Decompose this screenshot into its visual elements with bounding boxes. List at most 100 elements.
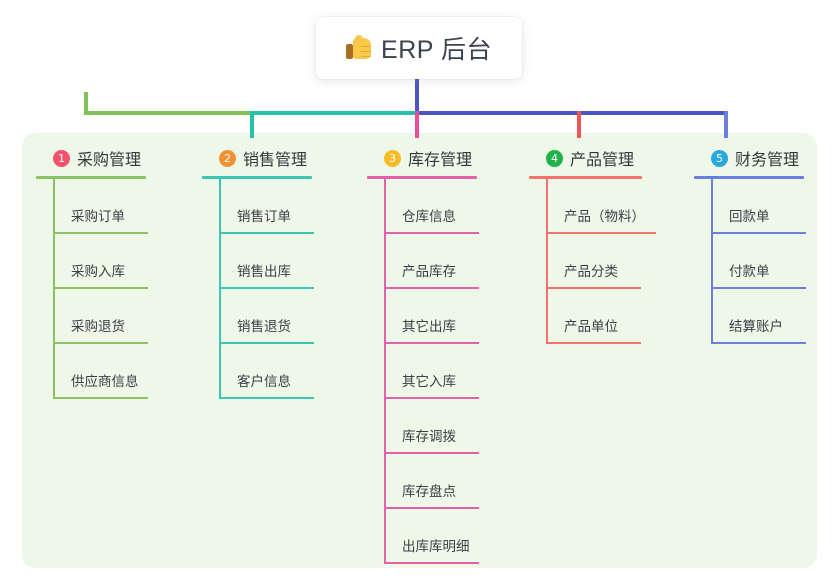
- item-rule: [546, 342, 641, 344]
- column-spine-1: [53, 179, 55, 399]
- item-label: 销售出库: [237, 264, 291, 279]
- column-rule-1: [36, 176, 146, 179]
- item-label: 其它入库: [402, 374, 456, 389]
- item-rule: [711, 232, 806, 234]
- column-badge-2: 2: [219, 149, 236, 167]
- item-rule: [546, 287, 641, 289]
- item-label: 库存调拨: [402, 429, 456, 444]
- list-item[interactable]: 产品单位: [546, 289, 694, 344]
- column-rule-4: [529, 176, 642, 179]
- item-rule: [384, 507, 479, 509]
- item-rule: [384, 287, 479, 289]
- item-label: 销售退货: [237, 319, 291, 334]
- list-item[interactable]: 产品分类: [546, 234, 694, 289]
- column-spine-2: [219, 179, 221, 399]
- item-label: 仓库信息: [402, 209, 456, 224]
- root-node[interactable]: ERP 后台: [316, 17, 522, 79]
- column-rule-3: [367, 176, 477, 179]
- item-rule: [546, 232, 656, 234]
- list-item[interactable]: 销售退货: [219, 289, 352, 344]
- item-rule: [219, 342, 314, 344]
- column-header[interactable]: 2 销售管理: [202, 145, 352, 171]
- list-item[interactable]: 库存调拨: [384, 399, 527, 454]
- list-item[interactable]: 仓库信息: [384, 179, 527, 234]
- bus-segment-right: [417, 111, 728, 115]
- item-rule: [384, 232, 479, 234]
- item-rule: [711, 287, 806, 289]
- list-item[interactable]: 采购入库: [53, 234, 186, 289]
- item-label: 采购入库: [71, 264, 125, 279]
- list-item[interactable]: 回款单: [711, 179, 839, 234]
- item-rule: [53, 232, 148, 234]
- column-finance: 5 财务管理 回款单 付款单 结算账户: [694, 145, 839, 344]
- item-rule: [384, 562, 479, 564]
- item-rule: [219, 232, 314, 234]
- list-item[interactable]: 结算账户: [711, 289, 839, 344]
- column-title-1: 采购管理: [77, 152, 142, 169]
- item-label: 供应商信息: [71, 374, 139, 389]
- column-rule-5: [694, 176, 804, 179]
- column-header[interactable]: 4 产品管理: [529, 145, 694, 171]
- list-item[interactable]: 供应商信息: [53, 344, 186, 399]
- column-badge-3: 3: [384, 149, 401, 167]
- item-rule: [384, 342, 479, 344]
- thumbs-up-icon: [346, 35, 372, 61]
- column-header[interactable]: 1 采购管理: [36, 145, 186, 171]
- column-product: 4 产品管理 产品（物料） 产品分类 产品单位: [529, 145, 694, 344]
- item-label: 回款单: [729, 209, 770, 224]
- column-inventory: 3 库存管理 仓库信息 产品库存 其它出库 其它入库 库存调拨: [367, 145, 527, 564]
- column-badge-1: 1: [53, 149, 70, 167]
- item-rule: [711, 342, 806, 344]
- column-items-1: 采购订单 采购入库 采购退货 供应商信息: [36, 179, 186, 399]
- column-spine-4: [546, 179, 548, 344]
- column-header[interactable]: 3 库存管理: [367, 145, 527, 171]
- item-label: 产品单位: [564, 319, 618, 334]
- list-item[interactable]: 库存盘点: [384, 454, 527, 509]
- item-rule: [53, 397, 148, 399]
- column-rule-2: [202, 176, 312, 179]
- list-item[interactable]: 采购退货: [53, 289, 186, 344]
- column-items-4: 产品（物料） 产品分类 产品单位: [529, 179, 694, 344]
- column-purchasing: 1 采购管理 采购订单 采购入库 采购退货 供应商信息: [36, 145, 186, 399]
- column-items-2: 销售订单 销售出库 销售退货 客户信息: [202, 179, 352, 399]
- column-items-3: 仓库信息 产品库存 其它出库 其它入库 库存调拨 库存盘点: [367, 179, 527, 564]
- item-rule: [219, 397, 314, 399]
- list-item[interactable]: 客户信息: [219, 344, 352, 399]
- list-item[interactable]: 其它入库: [384, 344, 527, 399]
- item-rule: [219, 287, 314, 289]
- item-label: 库存盘点: [402, 484, 456, 499]
- item-label: 其它出库: [402, 319, 456, 334]
- list-item[interactable]: 销售出库: [219, 234, 352, 289]
- column-badge-4: 4: [546, 149, 563, 167]
- column-badge-5: 5: [711, 149, 728, 167]
- item-rule: [53, 287, 148, 289]
- item-label: 销售订单: [237, 209, 291, 224]
- item-rule: [53, 342, 148, 344]
- list-item[interactable]: 采购订单: [53, 179, 186, 234]
- drop-line-1: [84, 92, 88, 115]
- item-label: 采购订单: [71, 209, 125, 224]
- column-title-4: 产品管理: [570, 152, 635, 169]
- item-rule: [384, 452, 479, 454]
- column-title-2: 销售管理: [243, 152, 308, 169]
- bus-segment-mid: [250, 111, 417, 115]
- item-label: 出库库明细: [402, 539, 470, 554]
- diagram-panel: [22, 133, 817, 568]
- column-spine-3: [384, 179, 386, 564]
- item-label: 产品（物料）: [564, 209, 645, 224]
- item-label: 付款单: [729, 264, 770, 279]
- list-item[interactable]: 出库库明细: [384, 509, 527, 564]
- column-sales: 2 销售管理 销售订单 销售出库 销售退货 客户信息: [202, 145, 352, 399]
- column-spine-5: [711, 179, 713, 344]
- item-label: 产品库存: [402, 264, 456, 279]
- column-items-5: 回款单 付款单 结算账户: [694, 179, 839, 344]
- item-label: 产品分类: [564, 264, 618, 279]
- list-item[interactable]: 付款单: [711, 234, 839, 289]
- list-item[interactable]: 产品（物料）: [546, 179, 694, 234]
- list-item[interactable]: 其它出库: [384, 289, 527, 344]
- list-item[interactable]: 销售订单: [219, 179, 352, 234]
- column-header[interactable]: 5 财务管理: [694, 145, 839, 171]
- list-item[interactable]: 产品库存: [384, 234, 527, 289]
- item-rule: [384, 397, 479, 399]
